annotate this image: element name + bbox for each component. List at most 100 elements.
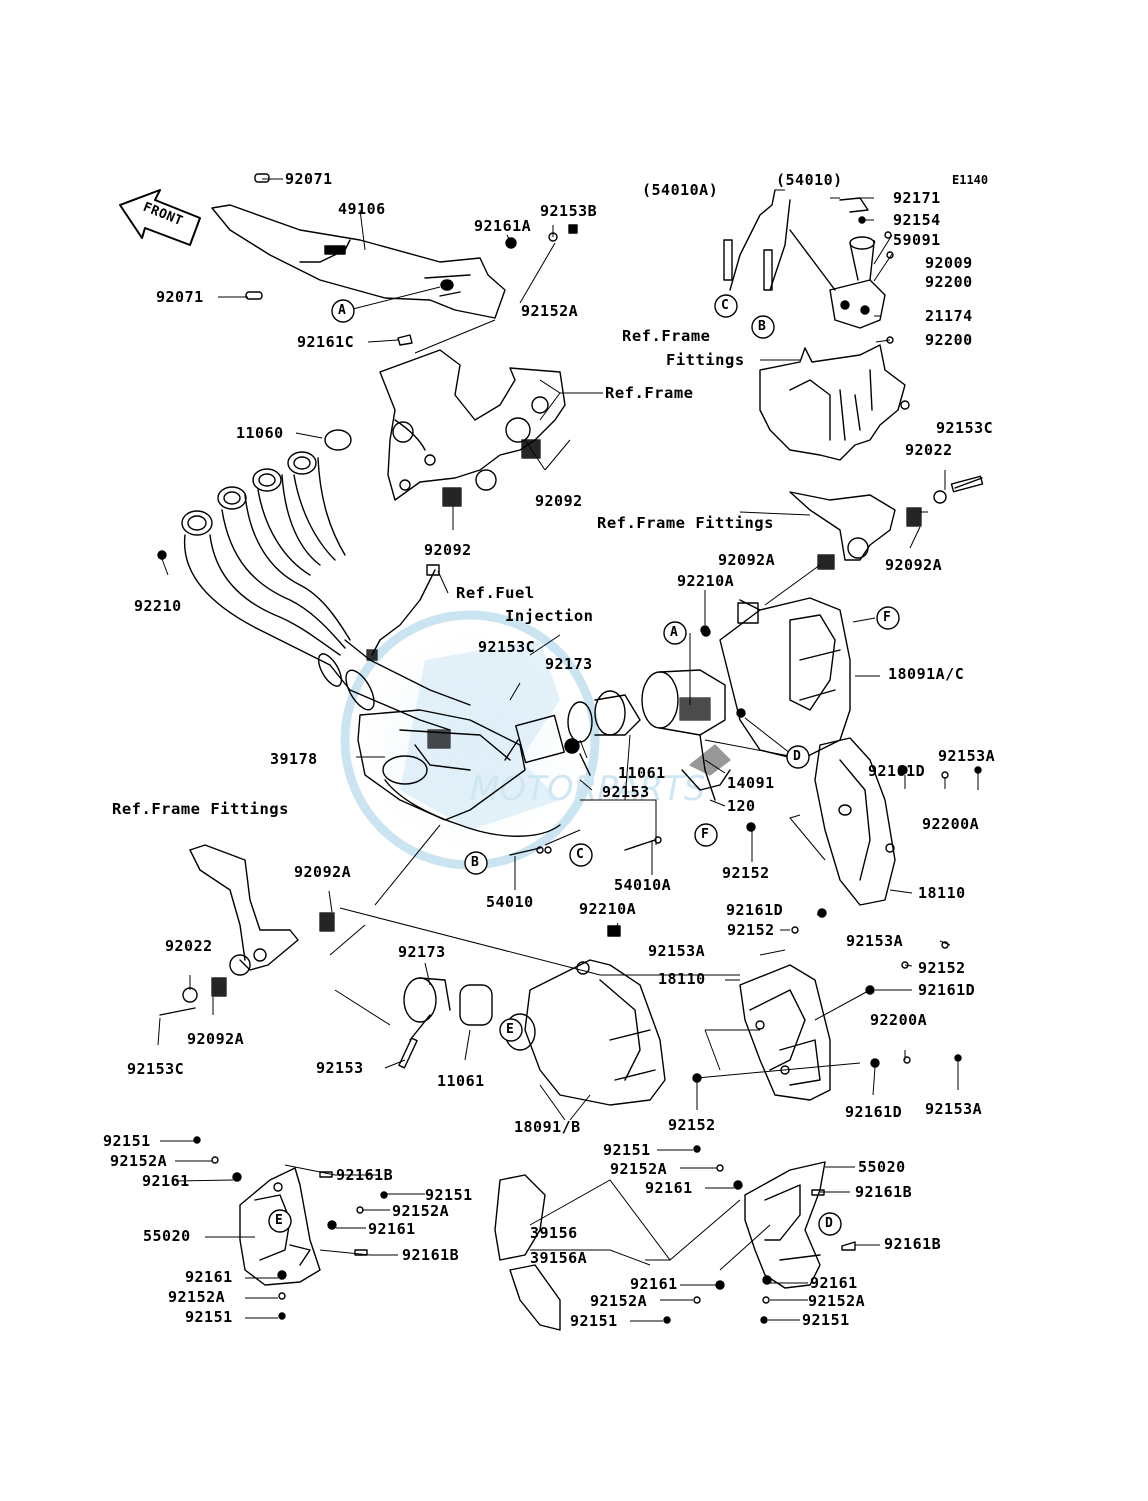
part-number: 92022 [905,441,953,459]
marker-b: B [471,855,480,870]
part-number: 92071 [285,170,333,188]
front-arrow-icon [119,189,201,246]
marker-b: B [758,319,767,334]
part-number: 14091 [727,774,775,792]
part-number: 59091 [893,231,941,249]
part-number: 39156 [530,1224,578,1242]
part-number: (54010) [776,171,843,189]
part-number: 92200A [922,815,980,833]
part-number: 92152A [392,1202,450,1220]
ref-frame-fittings-3: Ref.Frame Fittings [597,514,774,532]
part-number: 92151 [570,1312,618,1330]
part-number: 92092A [187,1030,245,1048]
part-number: 92161B [402,1246,460,1264]
part-number: 92092A [718,551,776,569]
part-number: 92200A [870,1011,928,1029]
part-number: 92200 [925,331,973,349]
part-number: 55020 [858,1158,906,1176]
part-number: 11061 [437,1072,485,1090]
muffler-lower [504,925,666,1106]
part-number: 39156A [530,1249,588,1267]
marker-e: E [275,1213,284,1228]
marker-a: A [670,625,679,640]
part-number: 92153A [925,1100,983,1118]
part-number: 92152 [727,921,775,939]
part-number: 92152 [722,864,770,882]
part-number: 92153C [478,638,536,656]
part-number: 92161C [297,333,355,351]
marker-c: C [576,847,585,862]
part-number: 54010 [486,893,534,911]
part-number: 92153C [127,1060,185,1078]
part-number: 11061 [618,764,666,782]
part-number: 92152 [668,1116,716,1134]
ref-fuel: Ref.Fuel [456,584,535,602]
part-number: 92161 [810,1274,858,1292]
marker-e: E [506,1022,515,1037]
collector-box [357,709,561,837]
part-number: 92161D [868,762,926,780]
leader-lines [157,178,979,1322]
part-number: 92153A [648,942,706,960]
part-number: 92151 [603,1141,651,1159]
part-number: 92210A [579,900,637,918]
part-number: 92161D [726,901,784,919]
ref-frame: Ref.Frame [605,384,694,402]
ref-frame-fittings-2: Fittings [666,351,745,369]
part-number: 92153 [602,783,650,801]
part-number: 92151 [185,1308,233,1326]
marker-d: D [793,749,802,764]
part-number: 92152A [590,1292,648,1310]
part-number: 92092 [424,541,472,559]
ref-frame-fittings-4: Ref.Frame Fittings [112,800,289,818]
part-number: 54010A [614,876,672,894]
part-number: 21174 [925,307,973,325]
part-number: 92152A [168,1288,226,1306]
marker-f: F [883,610,892,625]
part-number: 92173 [398,943,446,961]
part-number: 92161 [630,1275,678,1293]
part-number: 92152A [808,1292,866,1310]
footrest-bracket [159,844,335,1016]
part-number: 92161B [855,1183,913,1201]
part-number: 92092A [885,556,943,574]
part-number: 92210A [677,572,735,590]
part-number: 92200 [925,273,973,291]
part-number: 39178 [270,750,318,768]
watermark-text: MOTORPARTS [470,769,705,809]
part-number: 18091A/C [888,665,965,683]
part-number: 92154 [893,211,941,229]
muffler-upper [719,597,851,761]
marker-d: D [825,1216,834,1231]
part-number: 92171 [893,189,941,207]
part-number: 92210 [134,597,182,615]
part-number: 92153C [936,419,994,437]
part-number: 120 [727,797,756,815]
part-number: 92151 [103,1132,151,1150]
part-number: 92009 [925,254,973,272]
part-number: (54010A) [642,181,719,199]
heat-shield-upper [814,737,896,906]
part-number: 18091/B [514,1118,581,1136]
ref-injection: Injection [505,607,594,625]
part-number: 92173 [545,655,593,673]
ref-frame-fittings-1: Ref.Frame [622,327,711,345]
part-number: 92161B [884,1235,942,1253]
valve-assembly [641,669,731,801]
part-number: 92153B [540,202,598,220]
part-number: 92092A [294,863,352,881]
part-number: 92152 [918,959,966,977]
heat-shield-lower [739,964,831,1101]
part-number: 92022 [165,937,213,955]
part-number: 92153 [316,1059,364,1077]
part-number: 92151 [802,1311,850,1329]
cover-right [744,1161,826,1289]
part-number: 92152A [110,1152,168,1170]
part-number: 92161 [368,1220,416,1238]
part-number: 11060 [236,424,284,442]
marker-c: C [721,298,730,313]
part-number: 92161 [142,1172,190,1190]
marker-f: F [701,827,710,842]
